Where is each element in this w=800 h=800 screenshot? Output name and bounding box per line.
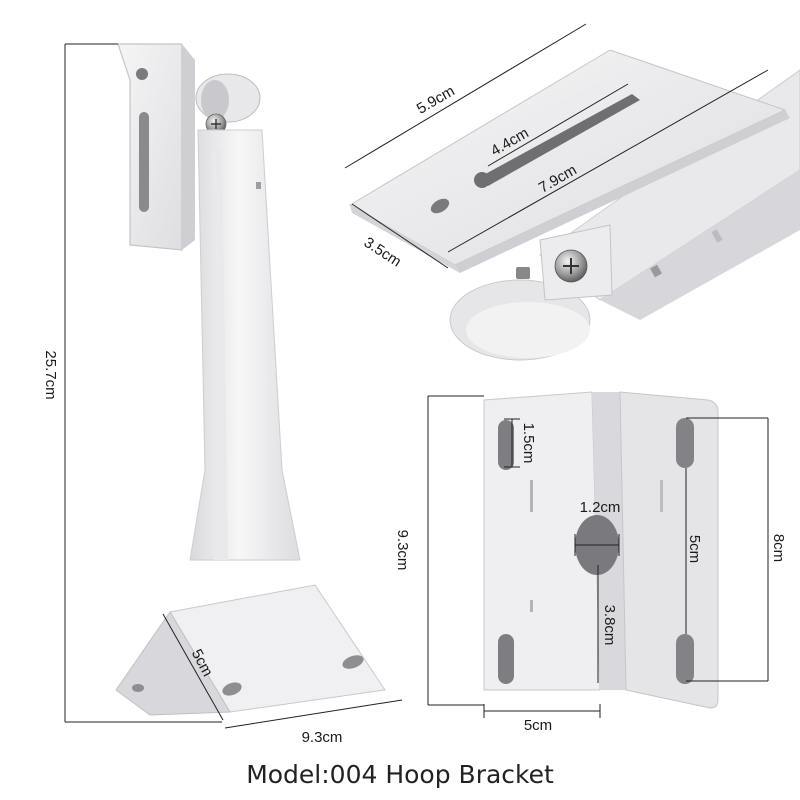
- plate-closeup-view: [349, 49, 800, 361]
- overall-height-label: 25.7cm: [42, 350, 59, 399]
- angle-slot-span-label: 8cm: [770, 534, 787, 562]
- angle-plate-view: [483, 391, 719, 709]
- angle-slot-top-label: 1.5cm: [520, 423, 537, 464]
- angle-width-label: 5cm: [524, 717, 552, 734]
- product-caption: Model:004 Hoop Bracket: [246, 760, 554, 789]
- angle-height-label: 9.3cm: [394, 530, 411, 571]
- angle-hole-drop-label: 3.8cm: [601, 605, 618, 646]
- angle-slot-span-dimension: 8cm: [686, 417, 787, 682]
- base-width-label: 9.3cm: [302, 729, 343, 746]
- angle-width-dimension: 5cm: [483, 704, 601, 734]
- overall-height-dimension: 25.7cm: [42, 43, 222, 723]
- angle-slot-top-dimension: 1.5cm: [504, 418, 537, 468]
- angle-height-dimension: 9.3cm: [394, 395, 484, 706]
- full-bracket-view: [115, 43, 386, 716]
- plate-depth-label: 3.5cm: [361, 234, 405, 271]
- plate-width-label: 5.9cm: [414, 83, 458, 118]
- base-width-dimension: 9.3cm: [224, 699, 403, 746]
- angle-hole-label: 1.2cm: [580, 499, 621, 516]
- angle-hole-dimension: 1.2cm: [574, 499, 621, 556]
- angle-slot-gap-label: 5cm: [686, 535, 703, 563]
- angle-slot-gap-dimension: 5cm: [685, 468, 703, 634]
- angle-hole-drop-dimension: 3.8cm: [597, 565, 618, 683]
